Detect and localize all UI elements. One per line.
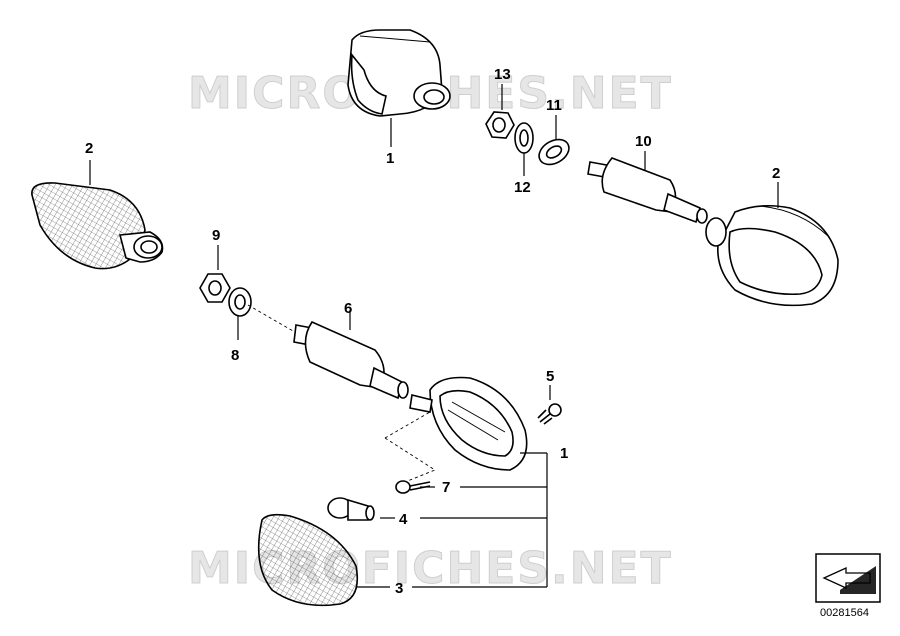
turn-signal-base <box>409 376 528 471</box>
callout-9: 9 <box>212 227 220 244</box>
callout-6: 6 <box>344 300 352 317</box>
washer-12 <box>514 122 534 154</box>
turn-signal-housing-top <box>347 29 451 117</box>
callout-8: 8 <box>231 347 239 364</box>
callout-12: 12 <box>514 179 531 196</box>
screw-5 <box>537 403 562 425</box>
mounting-stem-6 <box>293 320 409 400</box>
callout-2-right: 2 <box>772 165 780 182</box>
mounting-stem-10 <box>587 157 708 224</box>
callout-2-left: 2 <box>85 140 93 157</box>
lens-left <box>31 182 164 270</box>
callout-11: 11 <box>546 97 562 114</box>
hex-nut-13 <box>485 111 515 139</box>
callout-10: 10 <box>635 133 652 150</box>
callout-5: 5 <box>546 368 554 385</box>
callout-1-right: 1 <box>560 445 568 462</box>
callout-3: 3 <box>395 580 403 597</box>
callout-13: 13 <box>494 66 511 83</box>
callout-4: 4 <box>399 511 408 528</box>
washer-8 <box>228 287 252 317</box>
lens-right <box>705 204 839 307</box>
ring-11 <box>538 138 570 166</box>
hex-nut-9 <box>199 273 231 303</box>
callout-7: 7 <box>442 479 450 496</box>
reference-number: 00281564 <box>820 607 869 619</box>
callout-1-top: 1 <box>386 150 394 167</box>
reference-symbol <box>815 553 881 603</box>
bulb-4 <box>327 497 375 521</box>
lens-bottom <box>257 513 359 607</box>
